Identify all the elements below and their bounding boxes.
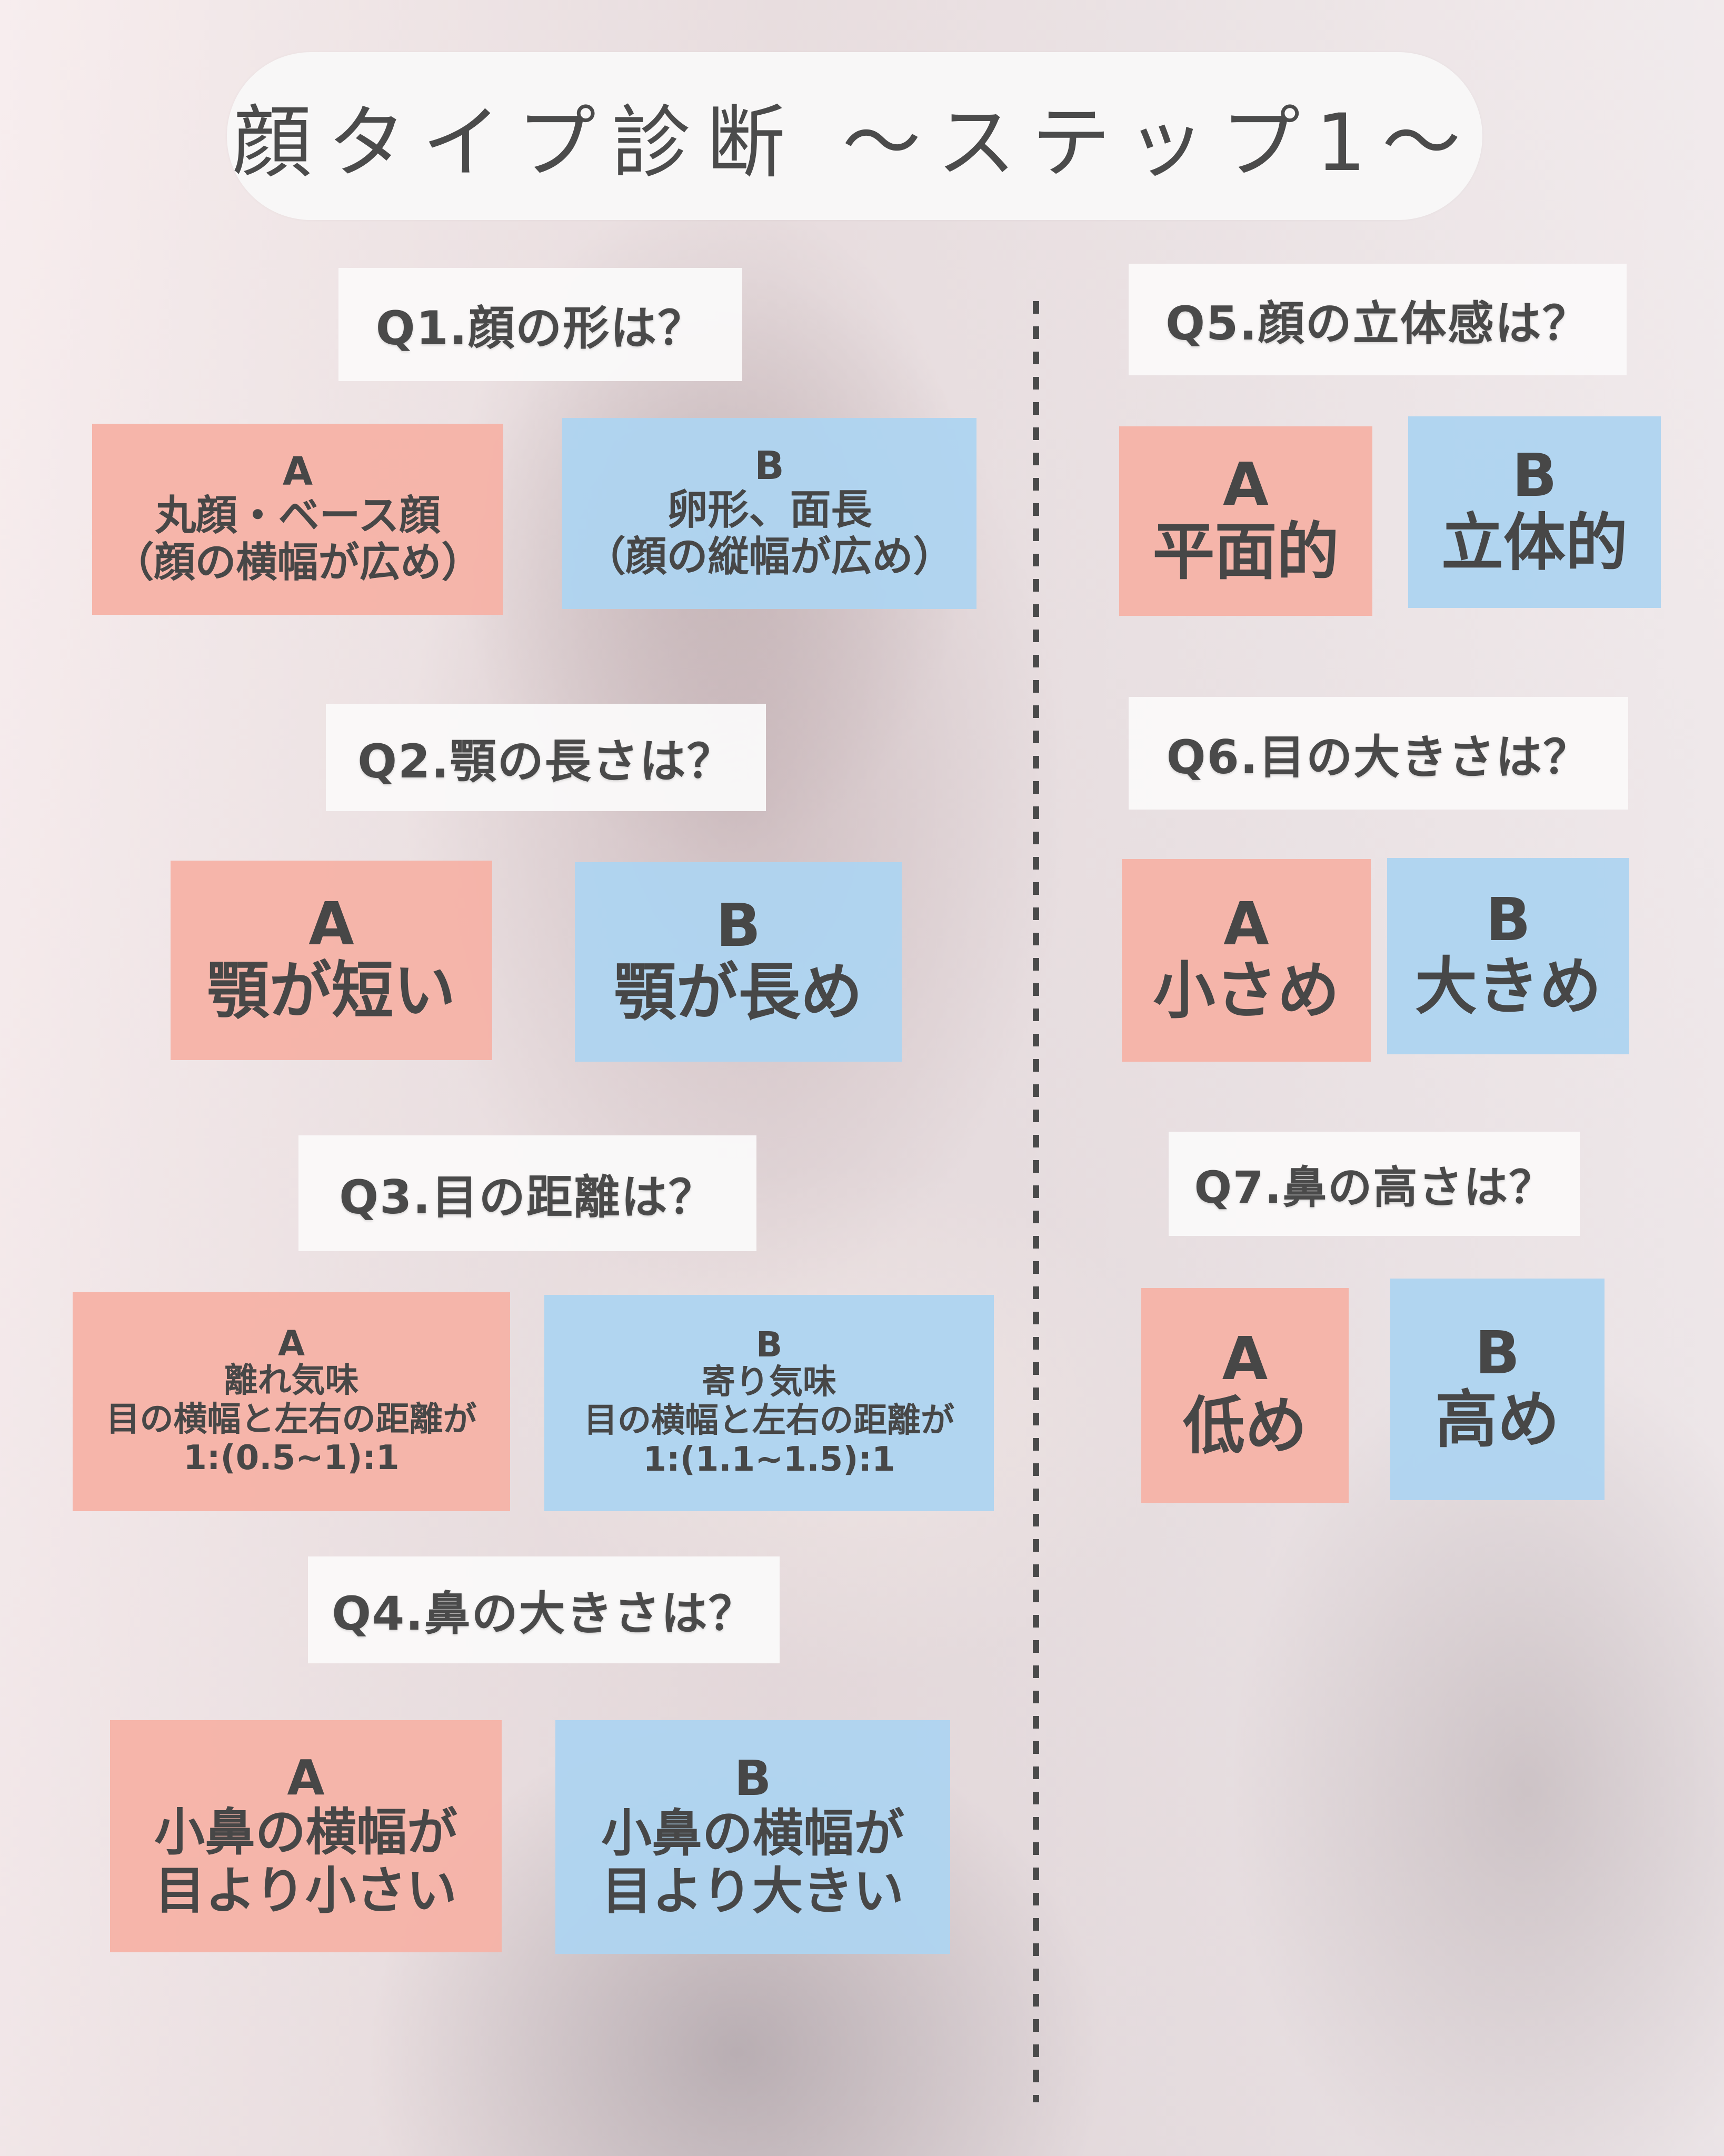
option-q6-a[interactable]: A 小さめ — [1122, 859, 1371, 1062]
option-text: （顔の横幅が広め） — [113, 539, 483, 587]
option-q2-b[interactable]: B 顎が長め — [575, 862, 902, 1062]
option-q6-b[interactable]: B 大きめ — [1387, 858, 1629, 1054]
option-letter: A — [308, 890, 354, 959]
option-letter: B — [1512, 442, 1557, 511]
option-text: 低め — [1182, 1389, 1307, 1462]
question-label-q7: Q7.鼻の高さは？ — [1169, 1132, 1580, 1236]
option-letter: B — [1486, 885, 1531, 954]
option-text: 卵形、面長 — [666, 486, 872, 534]
option-text: 小鼻の横幅が — [154, 1803, 457, 1862]
option-q1-a[interactable]: A 丸顔・ベース顔 （顔の横幅が広め） — [92, 424, 503, 615]
option-text: 寄り気味 — [702, 1362, 836, 1402]
option-text: 丸顔・ベース顔 — [155, 492, 441, 540]
option-text: 大きめ — [1414, 950, 1601, 1023]
question-label-q5: Q5.顔の立体感は？ — [1129, 264, 1627, 375]
option-text: 顎が長め — [614, 956, 863, 1029]
option-text: 目の横幅と左右の距離が — [584, 1401, 954, 1441]
question-label-q4: Q4.鼻の大きさは？ — [308, 1556, 780, 1663]
option-text: 平面的 — [1152, 515, 1339, 588]
dashed-divider — [1033, 301, 1039, 2102]
option-q5-a[interactable]: A 平面的 — [1119, 426, 1372, 616]
question-label-q2: Q2.顎の長さは？ — [326, 704, 766, 811]
option-text: 目の横幅と左右の距離が — [106, 1400, 477, 1439]
page-title: 顔タイプ診断 〜ステップ1〜 — [232, 97, 1477, 189]
option-letter: A — [1223, 451, 1269, 520]
option-text: 顎が短い — [207, 954, 456, 1027]
option-text: 小さめ — [1153, 954, 1340, 1027]
option-q3-a[interactable]: A 離れ気味 目の横幅と左右の距離が 1:(0.5~1):1 — [73, 1292, 510, 1511]
option-text: 小鼻の横幅が — [601, 1803, 904, 1863]
option-q4-a[interactable]: A 小鼻の横幅が 目より小さい — [110, 1720, 502, 1952]
question-label-q6: Q6.目の大きさは？ — [1129, 697, 1628, 810]
option-q4-b[interactable]: B 小鼻の横幅が 目より大きい — [555, 1720, 950, 1954]
question-label-q3: Q3.目の距離は？ — [298, 1135, 756, 1251]
option-text: （顔の縦幅が広め） — [584, 533, 954, 581]
option-text: 1:(0.5~1):1 — [183, 1439, 400, 1478]
option-letter: B — [755, 1324, 783, 1365]
option-letter: A — [282, 448, 313, 494]
option-q5-b[interactable]: B 立体的 — [1408, 416, 1661, 608]
option-text: 高め — [1435, 1383, 1560, 1456]
option-q1-b[interactable]: B 卵形、面長 （顔の縦幅が広め） — [562, 418, 976, 609]
title-banner: 顔タイプ診断 〜ステップ1〜 — [227, 52, 1482, 220]
option-q3-b[interactable]: B 寄り気味 目の横幅と左右の距離が 1:(1.1~1.5):1 — [544, 1295, 994, 1511]
option-text: 1:(1.1~1.5):1 — [643, 1440, 895, 1479]
option-q7-b[interactable]: B 高め — [1390, 1279, 1605, 1500]
option-letter: B — [734, 1750, 772, 1807]
option-letter: A — [1222, 1325, 1268, 1394]
option-letter: A — [1223, 890, 1269, 959]
option-text: 離れ気味 — [224, 1361, 359, 1401]
option-letter: A — [277, 1323, 305, 1364]
option-text: 立体的 — [1441, 506, 1628, 579]
option-text: 目より小さい — [154, 1861, 457, 1920]
option-text: 目より大きい — [601, 1862, 904, 1921]
option-q7-a[interactable]: A 低め — [1141, 1288, 1349, 1503]
question-label-q1: Q1.顔の形は？ — [338, 268, 742, 381]
option-letter: B — [715, 891, 761, 960]
option-letter: B — [1474, 1319, 1520, 1388]
option-letter: A — [287, 1749, 325, 1806]
option-letter: B — [754, 443, 784, 488]
option-q2-a[interactable]: A 顎が短い — [171, 861, 492, 1060]
